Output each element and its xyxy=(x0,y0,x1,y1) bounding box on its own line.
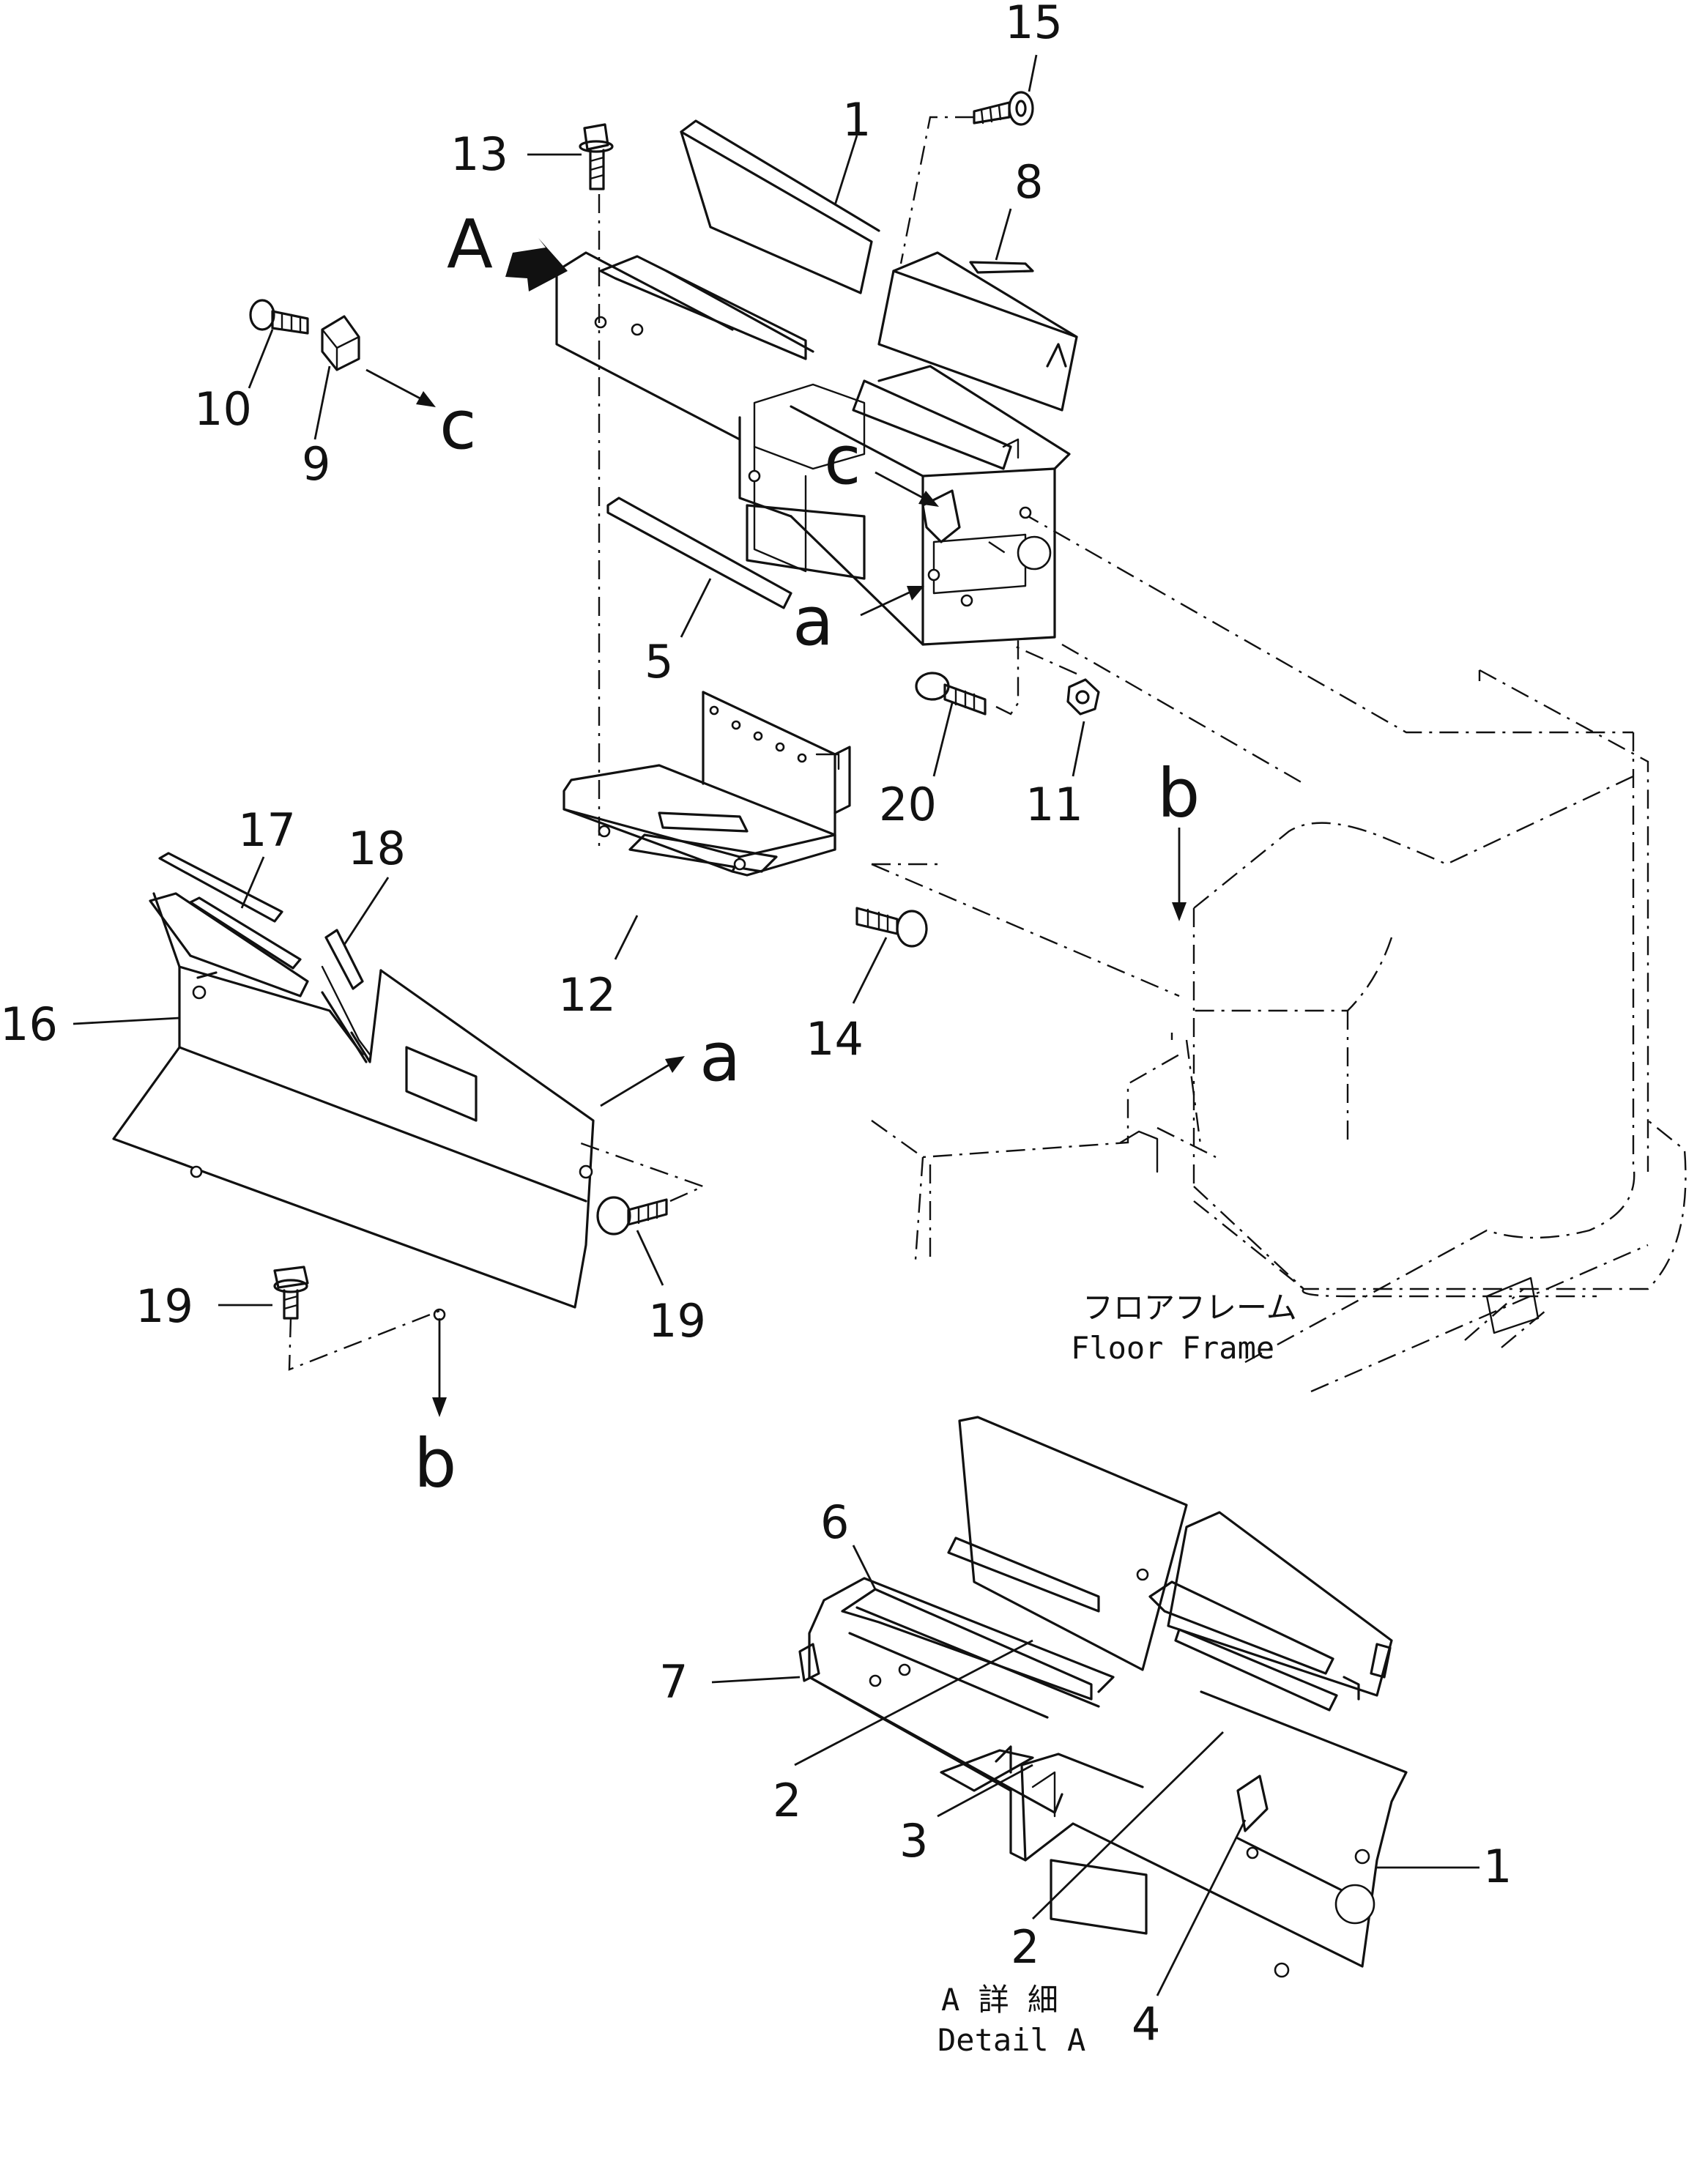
floor-frame-phantom xyxy=(871,511,1687,1393)
part-19-bolt-right xyxy=(596,1196,668,1236)
part-20-bolt xyxy=(915,672,987,716)
detail-a-label-en: Detail A xyxy=(937,2022,1085,2058)
part-5-strip xyxy=(606,497,792,609)
reference-letters: A c c a a b b xyxy=(414,205,1200,1503)
callout-12: 12 xyxy=(558,968,616,1022)
view-a-arrow xyxy=(505,238,568,291)
part-20-centerline xyxy=(995,637,1020,716)
callout-4: 4 xyxy=(1132,1997,1160,2051)
ref-b-upper: b xyxy=(1157,754,1200,833)
callout-3: 3 xyxy=(899,1814,928,1868)
callout-17: 17 xyxy=(238,803,296,857)
part-11-nut xyxy=(1066,678,1100,716)
captions: フロアフレーム Floor Frame A 詳 細 Detail A xyxy=(937,1290,1297,2058)
part-19-left-centerline xyxy=(288,1309,440,1371)
callout-8: 8 xyxy=(1014,155,1043,209)
part-16-cover xyxy=(112,892,595,1321)
ref-b-lower: b xyxy=(414,1424,456,1503)
part-11-centerline xyxy=(1010,643,1077,675)
part-13-bolt xyxy=(579,123,614,190)
ref-a-lower: a xyxy=(699,1018,740,1096)
callout-19-right: 19 xyxy=(648,1294,706,1348)
callout-19-left: 19 xyxy=(135,1279,193,1333)
view-a-label: A xyxy=(447,205,493,283)
part-8-plate xyxy=(969,261,1034,274)
floor-frame-label-en: Floor Frame xyxy=(1071,1330,1274,1366)
callout-1-top: 1 xyxy=(842,93,871,146)
part-18-strip xyxy=(321,929,371,1056)
part-17-strip xyxy=(158,852,302,970)
callout-5: 5 xyxy=(645,635,673,688)
callout-6: 6 xyxy=(820,1495,849,1549)
callout-16: 16 xyxy=(0,997,58,1051)
part-14-bolt xyxy=(855,907,928,948)
detail-a-label-jp: A 詳 細 xyxy=(941,1982,1058,2018)
upper-box-assembly xyxy=(555,119,1078,646)
ref-c-left: c xyxy=(439,386,477,464)
part-19-bolt-left xyxy=(273,1266,309,1320)
callout-11: 11 xyxy=(1025,778,1083,831)
callout-9: 9 xyxy=(302,437,330,491)
ref-c-right: c xyxy=(824,421,861,499)
part-15-centerline xyxy=(899,116,974,264)
callout-10: 10 xyxy=(194,382,252,436)
callout-18: 18 xyxy=(348,822,406,875)
callout-13: 13 xyxy=(450,127,508,181)
part-19-right-centerline xyxy=(578,1141,706,1203)
floor-frame-label-jp: フロアフレーム xyxy=(1083,1290,1297,1326)
callout-15: 15 xyxy=(1005,0,1063,49)
callout-numbers: 13 1 15 8 10 9 5 20 11 17 18 16 12 14 19… xyxy=(0,0,1512,2051)
reference-arrows xyxy=(365,368,1187,1417)
part-12-bracket xyxy=(562,691,851,877)
callout-2-b: 2 xyxy=(1011,1920,1039,1974)
part-15-bolt xyxy=(973,91,1034,126)
callout-14: 14 xyxy=(806,1012,864,1066)
leader-lines xyxy=(73,54,1479,1996)
ref-a-upper: a xyxy=(792,582,833,661)
callout-2-a: 2 xyxy=(773,1774,801,1827)
callout-1-detail: 1 xyxy=(1483,1840,1512,1893)
detail-a-drawing xyxy=(798,1416,1408,1978)
part-9-nut xyxy=(321,315,360,371)
callout-20: 20 xyxy=(879,778,937,831)
callout-7: 7 xyxy=(659,1655,688,1709)
part-10-bolt xyxy=(249,299,309,335)
